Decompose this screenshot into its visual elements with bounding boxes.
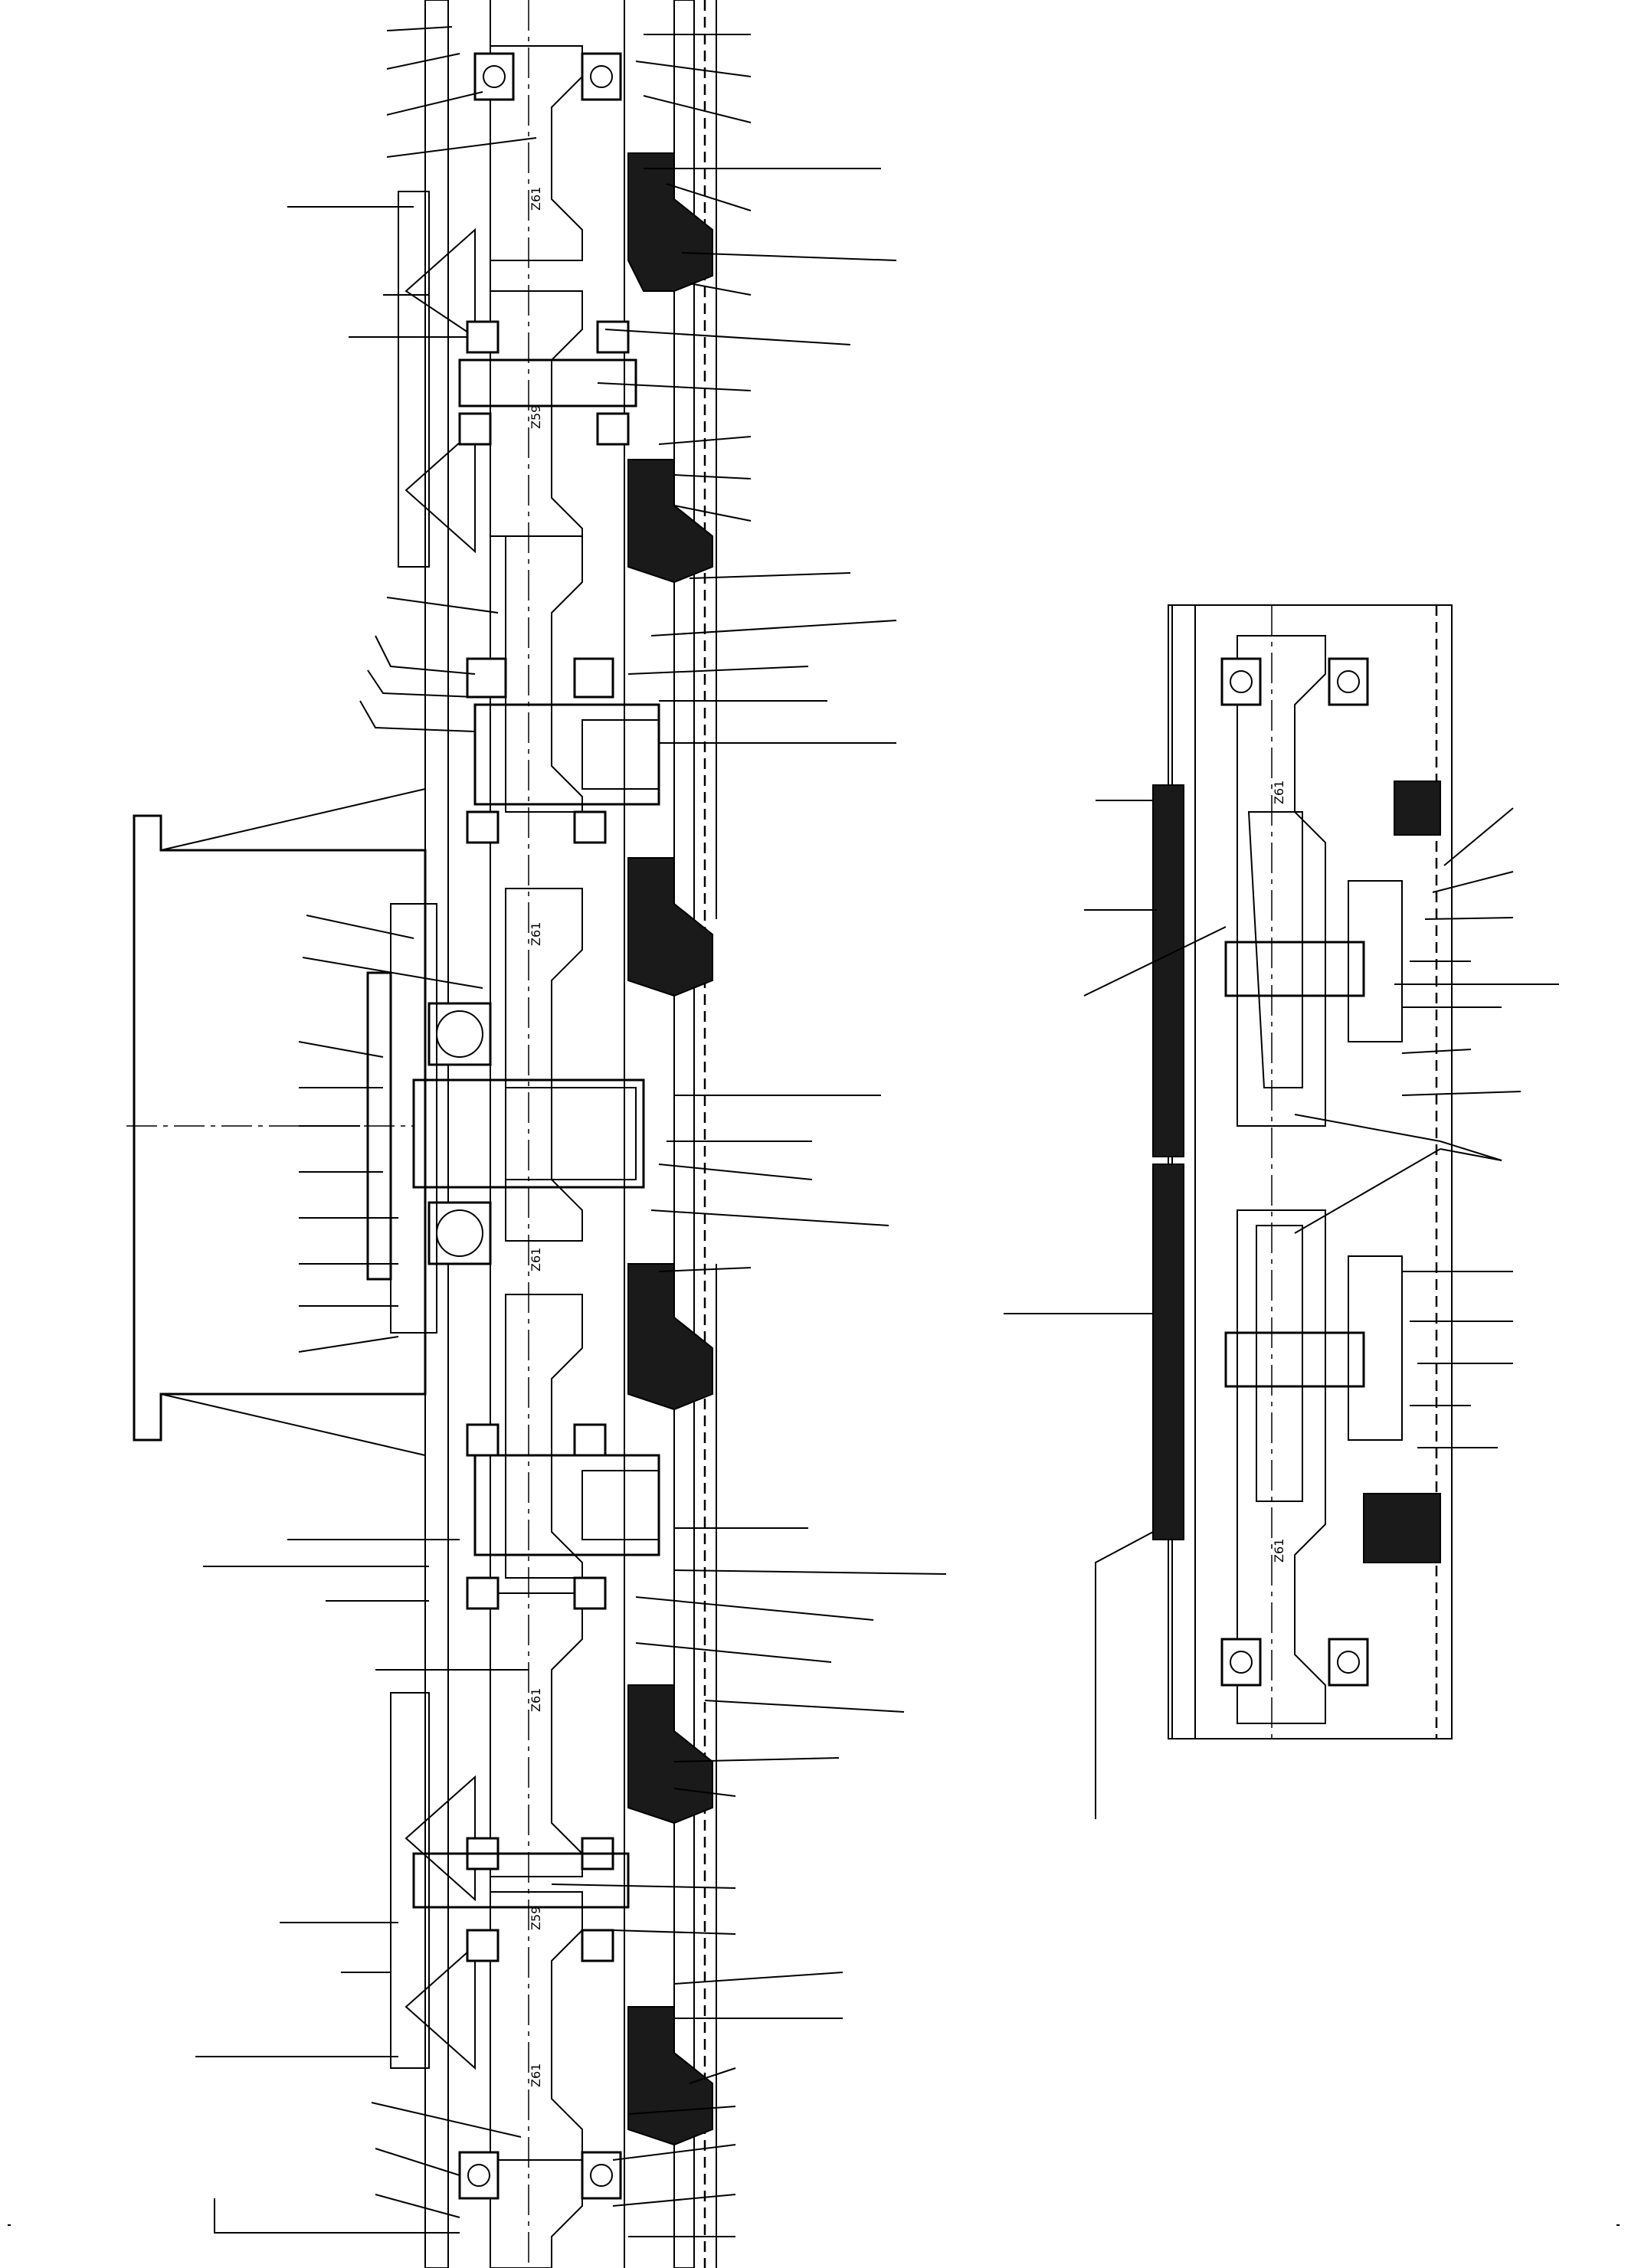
housing-walls	[424, 0, 717, 2268]
gear-mark-2: Z59	[529, 405, 543, 429]
leaders-right	[551, 34, 947, 2237]
cross-shafts	[412, 358, 660, 1909]
detail-leaders	[1004, 800, 1559, 1819]
detail-section-view: Z61 Z61	[1004, 604, 1559, 1819]
gear-mark-3: Z61	[529, 922, 543, 946]
gear-mark-7: Z61	[529, 2063, 543, 2087]
gear-mark-1: Z61	[529, 187, 543, 211]
left-covers	[390, 191, 476, 2070]
gear-mark-6: Z59	[529, 1906, 543, 1930]
gear-mark-8: Z61	[1272, 781, 1286, 804]
gear-marks: Z61 Z59 Z61 Z61 Z61 Z59 Z61	[529, 187, 543, 2087]
gear-mark-4: Z61	[529, 1248, 543, 1271]
right-covers	[627, 152, 713, 2146]
main-section-view: Z61 Z59 Z61 Z61 Z61 Z59 Z61	[126, 0, 947, 2268]
bearings	[427, 52, 630, 2200]
gear-stack	[490, 45, 583, 2268]
leaders-left	[195, 26, 537, 2234]
gear-mark-9: Z61	[1272, 1539, 1286, 1563]
mounting-flange	[126, 788, 437, 1456]
gear-mark-5: Z61	[529, 1688, 543, 1712]
